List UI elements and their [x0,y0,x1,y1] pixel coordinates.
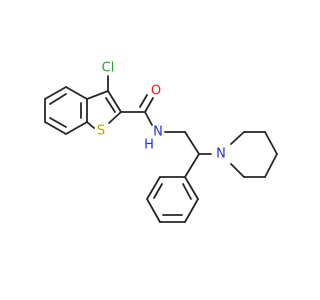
chlorine-atom-label: Cl [102,61,115,76]
molecule-diagram: Cl O S N H N [44,61,278,223]
amide-nitrogen-label: N [153,125,163,140]
bond [44,86,67,100]
bond [107,90,122,113]
bond [184,176,199,200]
oxygen-atom-label: O [151,84,161,99]
double-bond-inner [49,117,67,128]
bond [86,121,95,129]
double-bond-inner [49,93,67,105]
double-bond-inner [105,97,116,113]
bond [146,176,161,200]
double-bond-inner [182,183,192,200]
sulfur-atom-label: S [97,124,105,139]
piperidine-nitrogen-label: N [216,147,226,162]
bond [264,153,278,178]
bond [146,198,161,223]
bond [184,198,199,223]
amide-hydrogen-label: H [144,138,154,153]
bond [144,97,154,113]
bond [44,121,67,135]
bond [264,131,278,155]
bond [230,163,245,178]
bond [184,131,200,155]
structure-canvas: Cl O S N H N [44,61,278,223]
bonds [44,75,278,223]
bond [108,111,122,124]
bond [65,86,88,100]
double-bond-second [139,94,148,108]
bond [230,131,245,145]
double-bond-inner [153,183,163,199]
bond [144,111,153,126]
bond [65,121,88,135]
atom-labels: Cl O S N H N [97,61,226,162]
bond [184,153,200,178]
bond [86,90,109,100]
